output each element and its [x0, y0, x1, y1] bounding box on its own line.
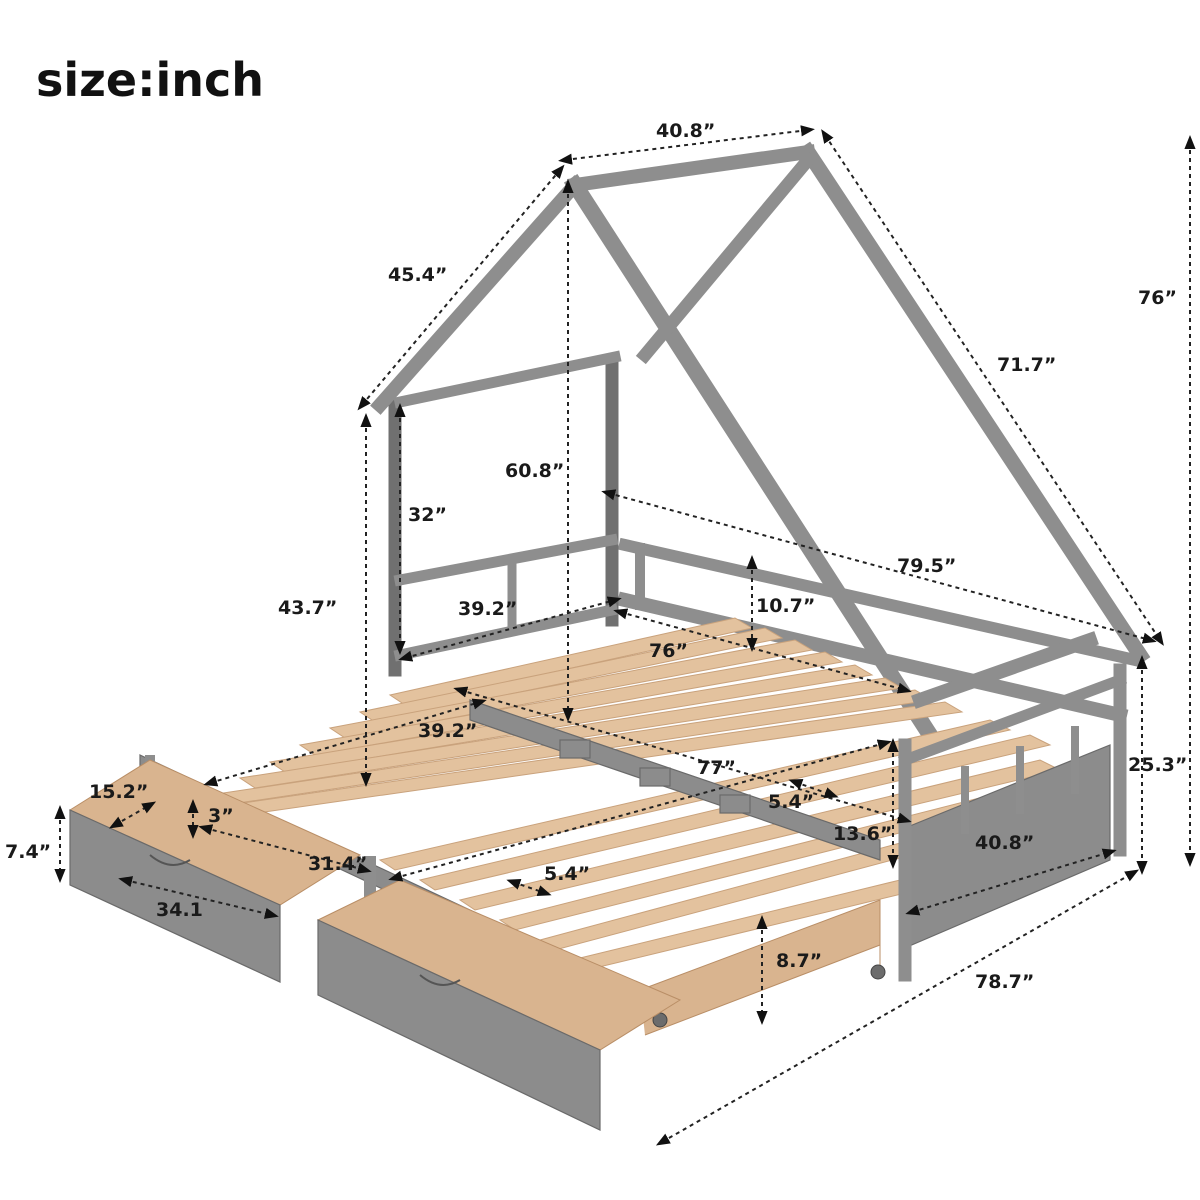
dim-inner-width: 39.2”: [458, 598, 517, 620]
dim-overall-height: 76”: [1138, 287, 1177, 309]
dim-roof-top-width: 40.8”: [656, 120, 715, 142]
dim-inner-length: 76”: [649, 640, 688, 662]
dim-roof-front-slope: 45.4”: [388, 264, 447, 286]
dim-side-height: 25.3”: [1128, 754, 1187, 776]
dim-headboard-total-height: 43.7”: [278, 597, 337, 619]
dim-drawer-length: 34.1: [156, 899, 203, 921]
dim-footboard-width: 40.8”: [975, 832, 1034, 854]
dim-drawer-lip: 3”: [208, 805, 234, 827]
dim-trundle-height: 8.7”: [776, 950, 822, 972]
dim-guard-rail-height: 10.7”: [756, 595, 815, 617]
dimension-lines: [54, 125, 1196, 1146]
dim-roof-side-slope: 71.7”: [997, 354, 1056, 376]
dim-slat-gap-lower: 5.4”: [544, 863, 590, 885]
dim-trundle-width: 39.2”: [418, 720, 477, 742]
dim-slat-gap-upper: 5.4”: [768, 791, 814, 813]
dimension-labels: 40.8” 45.4” 76” 71.7” 60.8” 32” 79.5” 43…: [5, 120, 1187, 993]
dim-drawer-height: 7.4”: [5, 841, 51, 863]
dim-drawer-depth: 15.2”: [89, 781, 148, 803]
dim-side-wall-height: 32”: [408, 504, 447, 526]
dim-drawer-inner-length: 31.4”: [308, 853, 367, 875]
diagram-title: size:inch: [36, 53, 264, 107]
dim-trundle-length: 77”: [697, 757, 736, 779]
dim-overall-length: 78.7”: [975, 971, 1034, 993]
dim-footboard-height: 13.6”: [833, 823, 892, 845]
dim-bed-length: 79.5”: [897, 555, 956, 577]
dim-headboard-peak-height: 60.8”: [505, 460, 564, 482]
